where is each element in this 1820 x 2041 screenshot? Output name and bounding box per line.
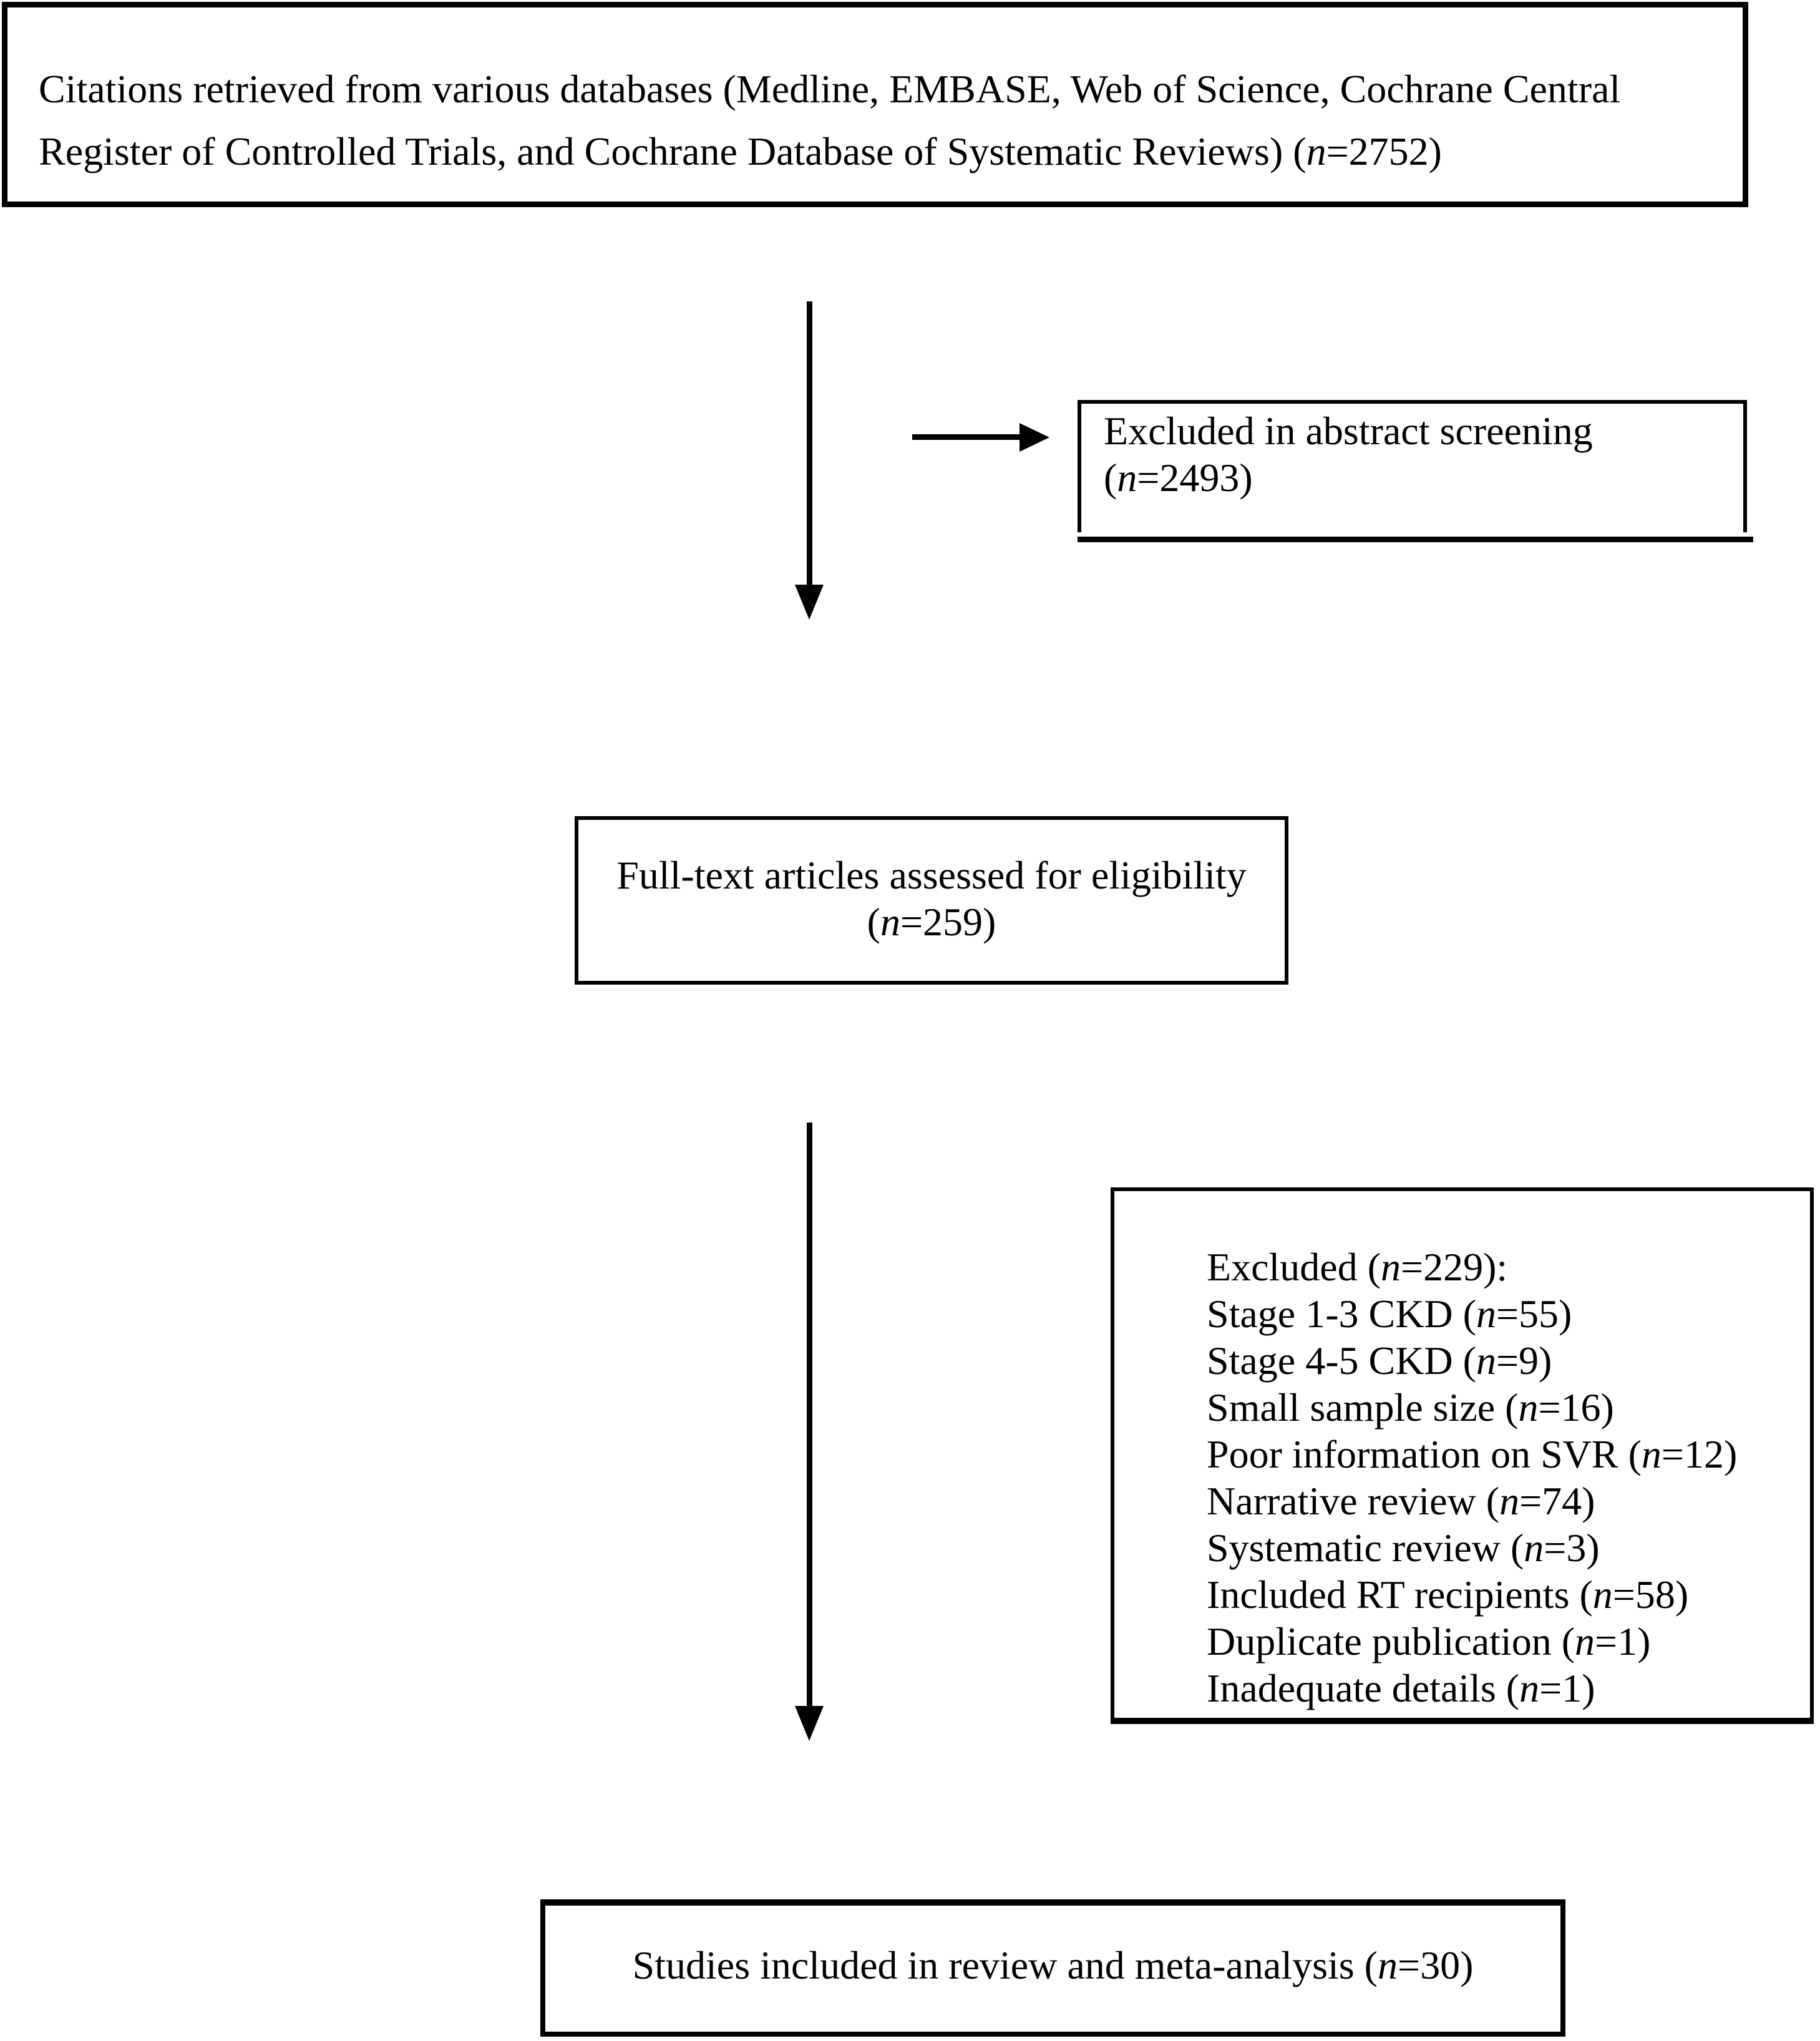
text-line: Duplicate publication (n=1) <box>1207 1619 1651 1663</box>
text-line: Narrative review (n=74) <box>1207 1479 1595 1523</box>
excluded-abstract-box-bottom-rule <box>1078 537 1753 542</box>
text-line: Register of Controlled Trials, and Cochr… <box>39 129 1442 173</box>
text-line: Full-text articles assessed for eligibil… <box>616 853 1247 897</box>
text-line: (n=259) <box>867 900 996 944</box>
arrow-shaft <box>807 301 812 585</box>
text-line: Stage 4-5 CKD (n=9) <box>1207 1338 1552 1383</box>
arrow-shaft <box>807 1123 812 1706</box>
text-line: Systematic review (n=3) <box>1207 1526 1600 1570</box>
text-line: Citations retrieved from various databas… <box>39 67 1621 111</box>
excluded-full-text-reasons-box: Excluded (n=229):Stage 1-3 CKD (n=55)Sta… <box>1111 1187 1814 1724</box>
text-line: Excluded (n=229): <box>1207 1245 1508 1289</box>
text-line: Inadequate details (n=1) <box>1207 1666 1595 1710</box>
arrow-head-down-icon <box>795 1706 824 1741</box>
text-line: (n=2493) <box>1104 455 1253 500</box>
text-line: Excluded in abstract screening <box>1104 409 1593 453</box>
text-line: Stage 1-3 CKD (n=55) <box>1207 1292 1572 1336</box>
citations-retrieved-box: Citations retrieved from various databas… <box>2 2 1748 207</box>
arrow-shaft <box>912 434 1019 440</box>
studies-included-box: Studies included in review and meta-anal… <box>540 1899 1565 2037</box>
arrow-head-down-icon <box>795 585 824 620</box>
excluded-abstract-screening-box: Excluded in abstract screening(n=2493) <box>1078 400 1747 532</box>
text-line: Small sample size (n=16) <box>1207 1385 1614 1430</box>
text-line: Studies included in review and meta-anal… <box>632 1943 1474 1987</box>
arrow-head-right-icon <box>1019 423 1049 452</box>
text-line: Poor information on SVR (n=12) <box>1207 1432 1738 1476</box>
text-line: Included RT recipients (n=58) <box>1207 1572 1689 1617</box>
full-text-assessed-box: Full-text articles assessed for eligibil… <box>575 816 1288 985</box>
